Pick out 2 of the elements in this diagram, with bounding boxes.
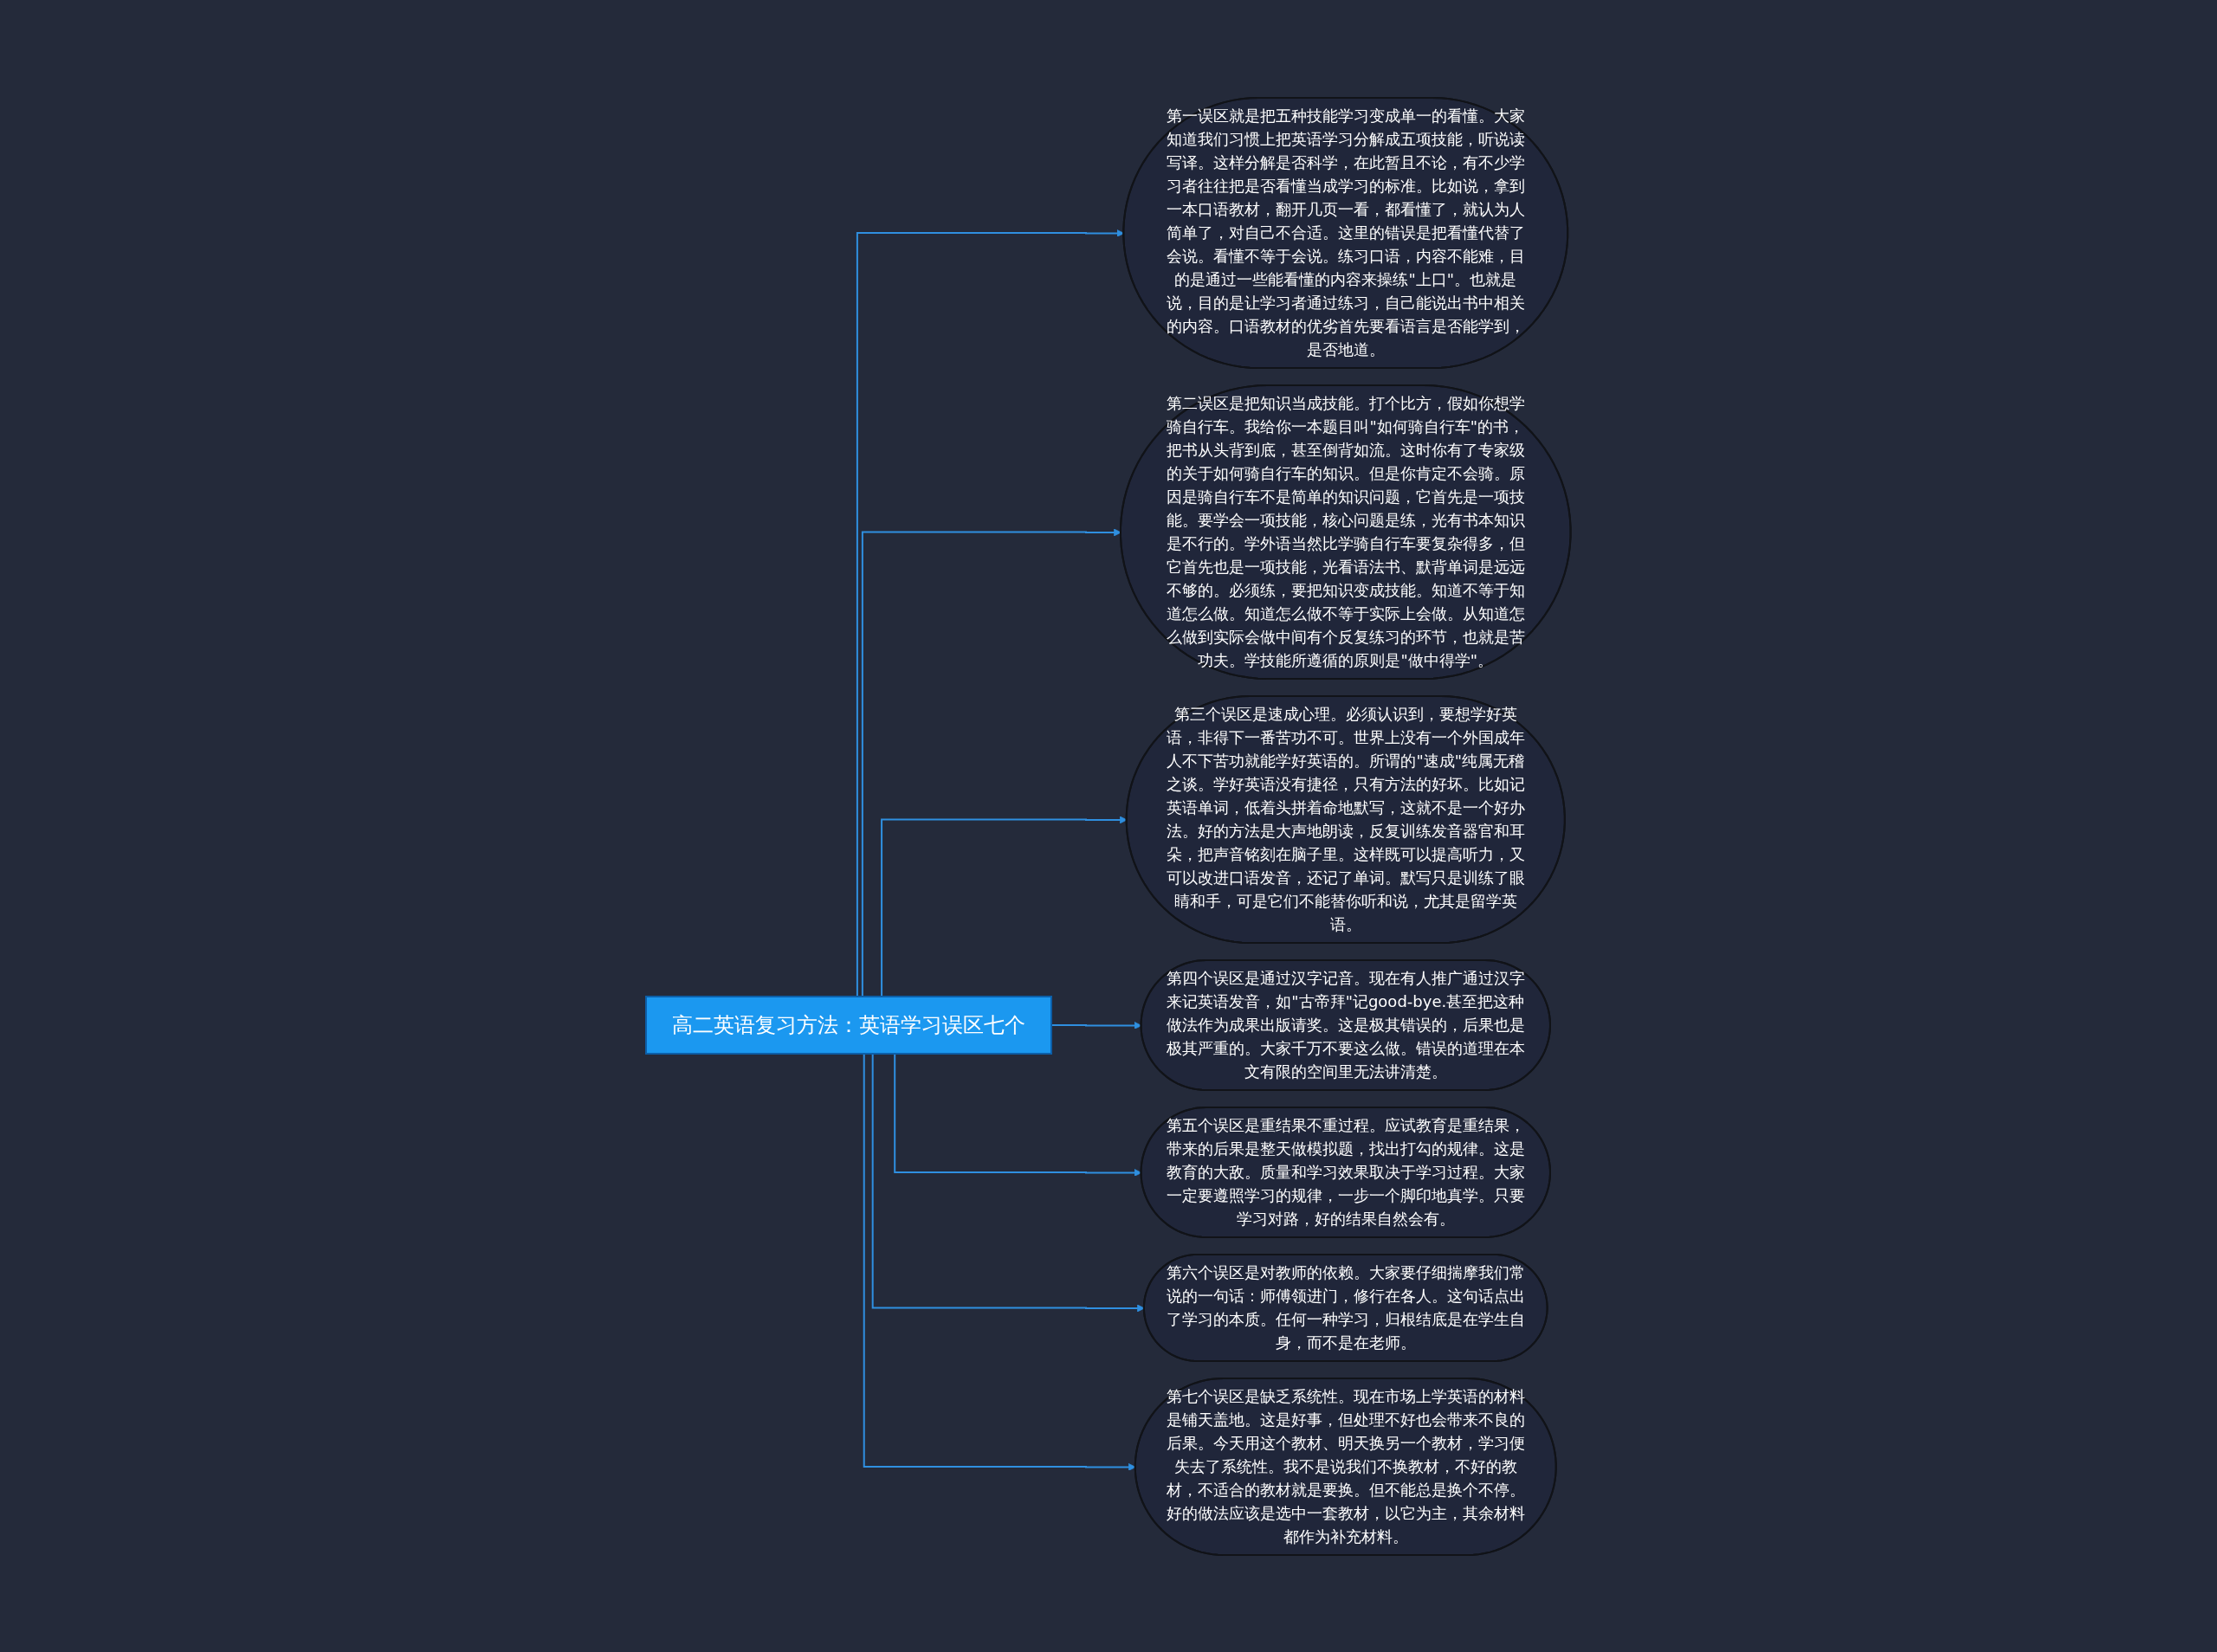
node-box: 高二英语复习方法：英语学习误区七个 [645, 995, 1053, 1055]
arrow [863, 1052, 1136, 1471]
